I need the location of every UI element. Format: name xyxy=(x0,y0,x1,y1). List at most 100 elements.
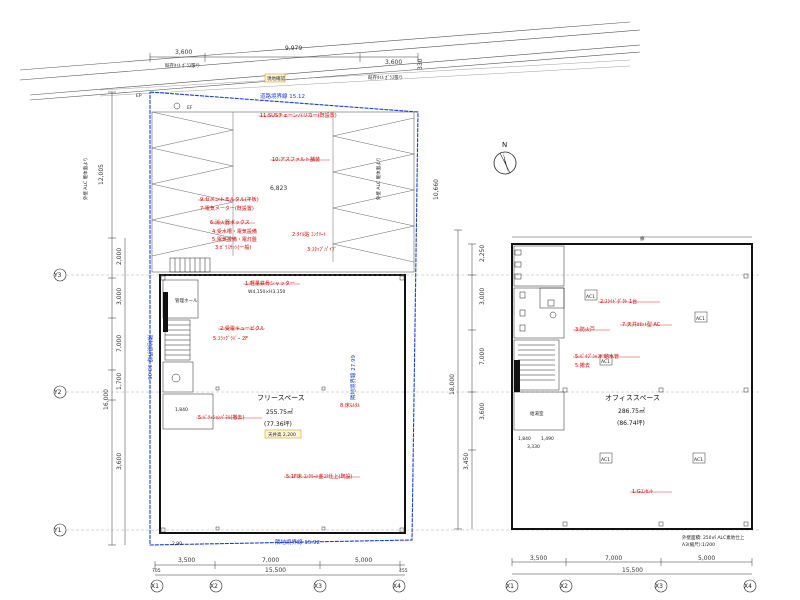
top-dim-right: 3,600 xyxy=(385,59,402,66)
left-dim-f: 16,000 xyxy=(103,389,110,410)
left-dim-d: 7,000 xyxy=(116,335,123,352)
left-vertical-note: 外壁 ALC 躯体面より xyxy=(82,157,89,200)
right-dim-c: 7,000 xyxy=(479,348,486,365)
top-right-callout: 既存ﾀｲﾙ ｶﾞﾗｽ張り xyxy=(368,74,403,81)
right-grid-x2: X2 xyxy=(560,583,568,590)
right-grid-x1: X1 xyxy=(506,583,514,590)
right-corridor-label: 廊 xyxy=(640,235,645,242)
grid-y3: Y3 xyxy=(53,272,62,279)
center-badge-box xyxy=(264,73,286,83)
ef-marker xyxy=(173,102,181,110)
left-sub-room: 管理ホール xyxy=(175,297,198,304)
grid-bubbles-y xyxy=(53,268,67,537)
ep-label: EP xyxy=(136,93,142,99)
left-note-leaders xyxy=(196,115,360,478)
right-dim-small-b: 1,490 xyxy=(541,436,554,442)
left-bottom-c: 5,000 xyxy=(355,557,372,564)
svg-text:11:SUSチェーンバリカー(既設置): 11:SUSチェーンバリカー(既設置) xyxy=(260,112,337,119)
svg-text:5:1F床 ｺﾝｸﾘｰﾄ金ｺﾃ仕上(既設): 5:1F床 ｺﾝｸﾘｰﾄ金ｺﾃ仕上(既設) xyxy=(286,473,352,480)
left-wall-solid xyxy=(163,292,168,332)
top-dim-mid: 9,979 xyxy=(285,45,302,52)
svg-text:5:撤去: 5:撤去 xyxy=(575,362,590,369)
right-footer-2: A3(縮尺):1/200 xyxy=(682,541,715,548)
left-dim-mid: 6,823 xyxy=(270,185,287,192)
right-vertical-note: 外壁 ALC 躯体面より xyxy=(375,157,382,200)
left-red-notes: 11:SUSチェーンバリカー(既設置) 10:アスファルト舗装 9:セメントモル… xyxy=(198,112,360,480)
left-grid-bubbles-x xyxy=(150,579,406,593)
right-dim-b: 3,000 xyxy=(479,288,486,305)
svg-text:7:電気メーター(既設置): 7:電気メーター(既設置) xyxy=(200,205,254,212)
svg-text:1:軽量鉄骨シャッター: 1:軽量鉄骨シャッター xyxy=(245,280,295,287)
left-dim-b: 2,000 xyxy=(116,248,123,265)
left-boundary-label: 隣地境界線 33.05 xyxy=(146,335,154,380)
right-ac-units xyxy=(584,289,708,464)
right-boundary-label: 隣地境界線 27.99 xyxy=(349,355,357,400)
right-dim-small-c: 3,330 xyxy=(527,444,540,450)
right-dim-total: 18,000 xyxy=(449,374,456,395)
left-stair-block xyxy=(162,257,214,430)
right-bottom-c: 5,000 xyxy=(698,555,715,562)
svg-text:4:受水槽・電気設備: 4:受水槽・電気設備 xyxy=(212,228,257,235)
svg-text:5:ｽﾗｯｸﾞﾗﾊﾞｰ 2F: 5:ｽﾗｯｸﾞﾗﾊﾞｰ 2F xyxy=(213,335,248,342)
right-footer-1: 外壁面積: 250㎡ ALC素地仕上 xyxy=(682,534,745,541)
ef-label: EF xyxy=(187,105,193,111)
left-bottom-total: 15,500 xyxy=(265,567,286,574)
ac-label-2: AC1 xyxy=(696,316,705,322)
left-site-boundary xyxy=(149,91,419,546)
left-dim-inner-small: 2,90 xyxy=(172,541,182,547)
road-lines-dense xyxy=(99,59,631,97)
grid-y2: Y2 xyxy=(53,389,62,396)
left-dimension-column xyxy=(108,91,126,546)
left-room-name: フリースペース xyxy=(257,394,305,402)
right-dim-d: 3,600 xyxy=(479,403,486,420)
right-dim-e: 3,450 xyxy=(463,453,470,470)
svg-text:7:天井ｶｾｯﾄ型 AC: 7:天井ｶｾｯﾄ型 AC xyxy=(622,321,661,328)
left-bottom-dimensions xyxy=(154,561,405,576)
left-building-walls xyxy=(159,274,406,534)
svg-text:10:アスファルト舗装: 10:アスファルト舗装 xyxy=(272,156,320,163)
parking-stall-lines-left xyxy=(151,111,234,257)
left-dim-right: 10,660 xyxy=(433,179,440,200)
right-inner-rooms xyxy=(513,245,565,431)
right-sub-room: 給湯室 xyxy=(530,410,544,417)
svg-text:3:防火戸: 3:防火戸 xyxy=(575,326,595,333)
ac-label-5: AC1 xyxy=(601,359,610,365)
right-building-walls xyxy=(511,243,753,530)
right-dim-small-a: 1,840 xyxy=(518,436,531,442)
left-room-badge-box xyxy=(264,429,302,439)
boundary-top-label: 道路境界線 15.12 xyxy=(260,92,305,100)
top-dimension-line xyxy=(149,53,419,62)
svg-text:5:ﾊﾟﾃｨｼｮﾝﾊﾟﾈﾙ(撤去): 5:ﾊﾟﾃｨｼｮﾝﾊﾟﾈﾙ(撤去) xyxy=(198,414,244,421)
svg-text:5:ﾊﾟｲﾌﾟｼｬﾌﾄ 給水管: 5:ﾊﾟｲﾌﾟｼｬﾌﾄ 給水管 xyxy=(575,353,619,360)
left-bottom-b: 7,000 xyxy=(262,557,279,564)
north-arrow xyxy=(493,151,517,175)
left-dim-side-small: 1,840 xyxy=(175,407,188,413)
grid-lines-y xyxy=(66,274,760,531)
left-grid-x1: X1 xyxy=(151,583,159,590)
svg-text:5:電気設備・電灯盤: 5:電気設備・電灯盤 xyxy=(212,236,257,243)
north-label: N xyxy=(502,141,507,149)
ac-label-4: AC1 xyxy=(694,457,703,463)
right-grid-x3: X3 xyxy=(655,583,663,590)
svg-text:W4,150×H3,150: W4,150×H3,150 xyxy=(248,289,286,295)
left-dim-c: 3,000 xyxy=(116,288,123,305)
parking-stall-lines-right xyxy=(332,117,415,263)
right-dim-a: 2,250 xyxy=(479,245,486,262)
svg-text:3:ｽﾀｯﾌﾟﾊﾟｲﾌﾟ: 3:ｽﾀｯﾌﾟﾊﾟｲﾌﾟ xyxy=(307,246,337,253)
right-wall-solid xyxy=(514,360,520,392)
left-room-tsubo: (77.36坪) xyxy=(264,420,292,428)
right-note-leaders xyxy=(573,301,672,493)
top-dim-left: 3,600 xyxy=(175,49,192,56)
left-grid-x4: X4 xyxy=(393,583,401,590)
svg-text:2:受電キュービクル: 2:受電キュービクル xyxy=(220,325,265,332)
top-dim-far: 330 xyxy=(417,58,424,70)
left-dim-e: 1,700 xyxy=(116,373,123,390)
svg-text:6:消火器ボックス: 6:消火器ボックス xyxy=(210,219,250,226)
left-dim-g: 3,600 xyxy=(116,453,123,470)
top-left-callout: 既存ﾀｲﾙ ｶﾞﾗｽ張り xyxy=(165,62,200,69)
parking-area xyxy=(151,111,415,273)
right-bottom-total: 15,500 xyxy=(622,567,643,574)
left-dim-a: 12,005 xyxy=(98,164,105,185)
building-corner-marks xyxy=(160,275,405,533)
ac-label-3: AC1 xyxy=(601,457,610,463)
